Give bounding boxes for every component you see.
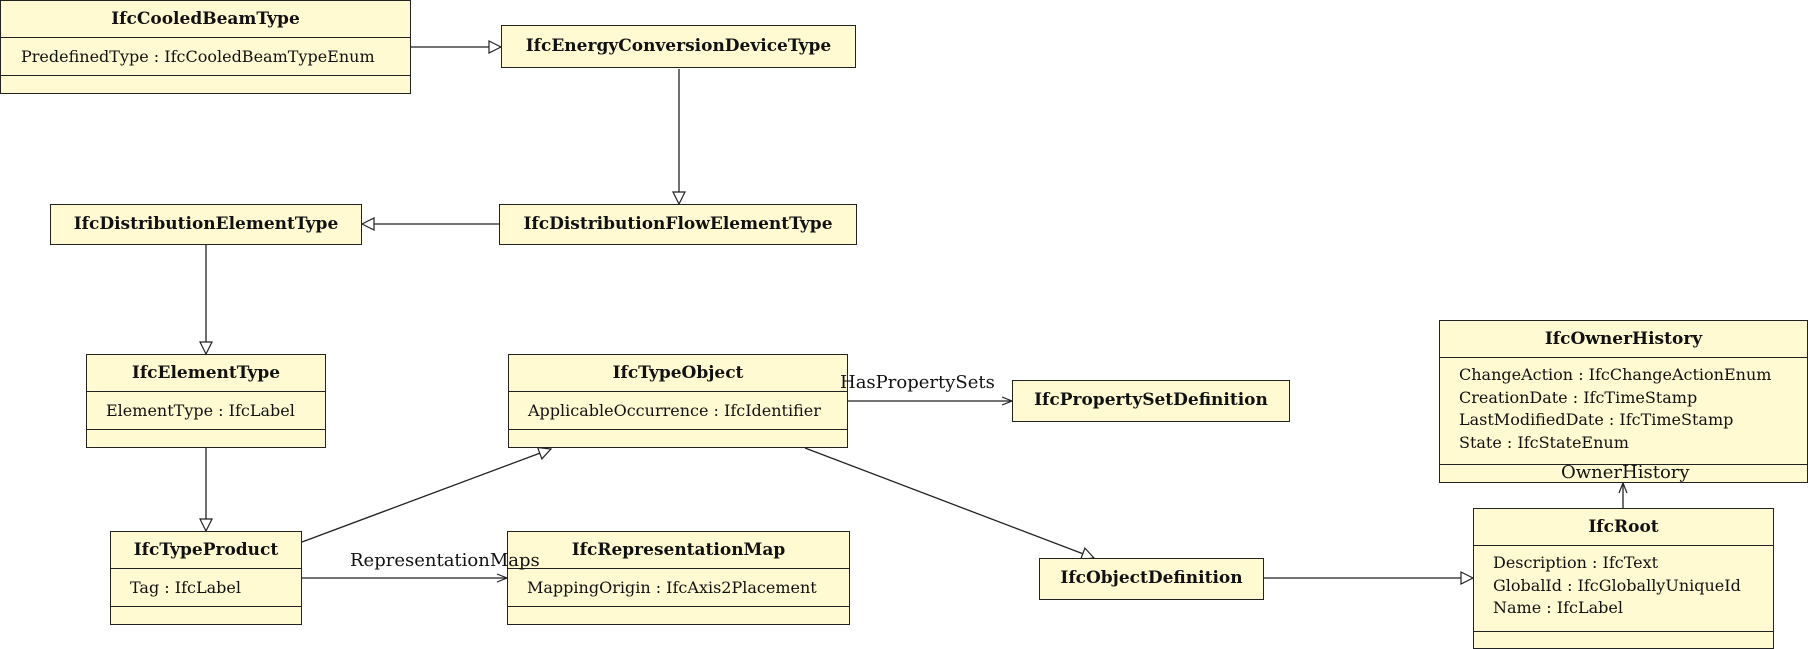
class-operations <box>1474 631 1773 648</box>
class-attribute: Description : IfcText <box>1493 553 1659 572</box>
class-operations <box>509 429 847 447</box>
class-name: IfcPropertySetDefinition <box>1034 390 1268 410</box>
class-ifctypeobject[interactable]: IfcTypeObject ApplicableOccurrence : Ifc… <box>508 354 848 448</box>
class-name: IfcRoot <box>1588 517 1659 537</box>
association-label-representationmaps: RepresentationMaps <box>350 550 540 571</box>
association-label-ownerhistory: OwnerHistory <box>1561 462 1690 483</box>
class-attributes: PredefinedType : IfcCooledBeamTypeEnum <box>1 37 410 75</box>
class-ifcelementtype[interactable]: IfcElementType ElementType : IfcLabel <box>86 354 326 448</box>
association-label-haspropertysets: HasPropertySets <box>840 372 995 393</box>
class-operations <box>111 606 301 624</box>
class-ifcobjectdefinition[interactable]: IfcObjectDefinition <box>1039 558 1264 600</box>
class-attribute: PredefinedType : IfcCooledBeamTypeEnum <box>21 47 375 66</box>
class-name: IfcEnergyConversionDeviceType <box>525 36 832 56</box>
class-name: IfcTypeProduct <box>133 540 279 560</box>
class-ifcpropertysetdefinition[interactable]: IfcPropertySetDefinition <box>1012 380 1290 422</box>
class-ifcdistributionelementtype[interactable]: IfcDistributionElementType <box>50 204 362 245</box>
class-name: IfcObjectDefinition <box>1060 568 1243 588</box>
class-operations <box>508 606 849 624</box>
class-attribute: State : IfcStateEnum <box>1459 432 1629 452</box>
class-name: IfcOwnerHistory <box>1544 329 1703 349</box>
class-operations <box>1440 464 1807 482</box>
edge-typeobject-to-objectdefinition <box>804 447 1094 558</box>
class-ifcownerhistory[interactable]: IfcOwnerHistory ChangeAction : IfcChange… <box>1439 320 1808 483</box>
class-name: IfcTypeObject <box>612 363 744 383</box>
class-attributes: ElementType : IfcLabel <box>87 391 325 429</box>
class-attribute: ApplicableOccurrence : IfcIdentifier <box>528 401 821 420</box>
class-name: IfcRepresentationMap <box>571 540 786 560</box>
class-ifcrepresentationmap[interactable]: IfcRepresentationMap MappingOrigin : Ifc… <box>507 531 850 625</box>
class-name: IfcElementType <box>131 363 281 383</box>
class-name: IfcCooledBeamType <box>111 9 300 29</box>
class-attributes: Description : IfcText GlobalId : IfcGlob… <box>1474 545 1773 631</box>
class-attribute: Name : IfcLabel <box>1493 598 1623 617</box>
class-name: IfcDistributionFlowElementType <box>523 214 833 234</box>
class-operations <box>87 429 325 447</box>
edge-typeproduct-to-typeobject <box>301 449 551 543</box>
class-name: IfcDistributionElementType <box>73 214 339 234</box>
class-ifctypeproduct[interactable]: IfcTypeProduct Tag : IfcLabel <box>110 531 302 625</box>
class-ifcenergyconversiondevicetype[interactable]: IfcEnergyConversionDeviceType <box>501 25 856 68</box>
class-attribute: CreationDate : IfcTimeStamp <box>1459 387 1698 407</box>
class-ifccooledbeamtype[interactable]: IfcCooledBeamType PredefinedType : IfcCo… <box>0 0 411 94</box>
class-operations <box>1 75 410 93</box>
class-attribute: MappingOrigin : IfcAxis2Placement <box>527 578 817 597</box>
class-attribute: Tag : IfcLabel <box>130 578 241 597</box>
class-attributes: MappingOrigin : IfcAxis2Placement <box>508 568 849 606</box>
class-attributes: Tag : IfcLabel <box>111 568 301 606</box>
class-ifcdistributionflowelementtype[interactable]: IfcDistributionFlowElementType <box>499 204 857 245</box>
class-attribute: LastModifiedDate : IfcTimeStamp <box>1459 410 1734 429</box>
class-attributes: ApplicableOccurrence : IfcIdentifier <box>509 391 847 429</box>
class-attributes: ChangeAction : IfcChangeActionEnum Creat… <box>1440 357 1807 464</box>
class-attribute: GlobalId : IfcGloballyUniqueId <box>1493 575 1741 595</box>
class-attribute: ElementType : IfcLabel <box>106 401 295 420</box>
class-attribute: ChangeAction : IfcChangeActionEnum <box>1459 365 1772 384</box>
class-ifcroot[interactable]: IfcRoot Description : IfcText GlobalId :… <box>1473 508 1774 649</box>
